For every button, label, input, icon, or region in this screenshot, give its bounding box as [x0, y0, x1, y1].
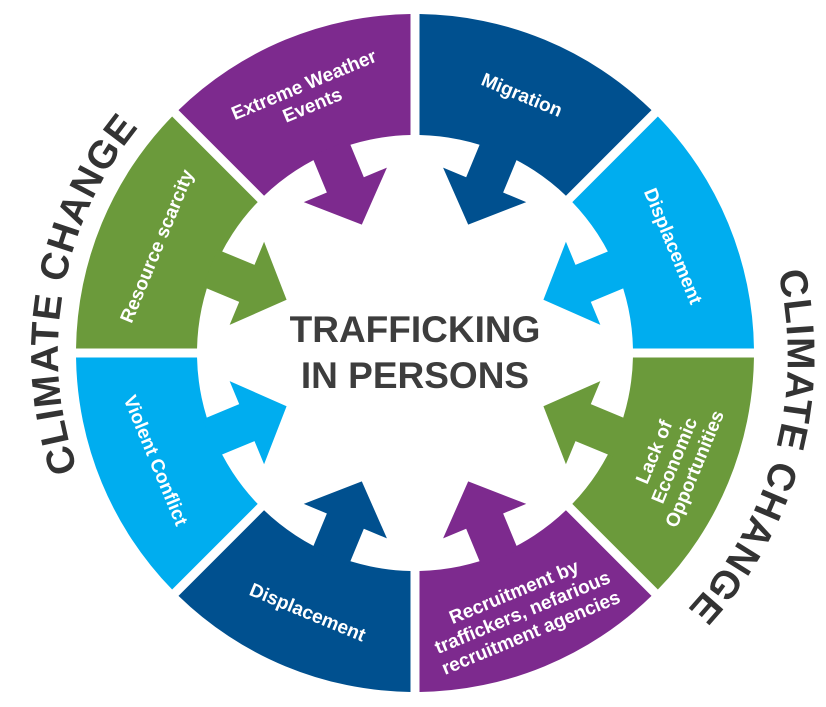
segment-band	[572, 357, 754, 590]
arrow-icon	[202, 241, 287, 325]
arrow-icon	[202, 381, 287, 465]
center-title-line1: TRAFFICKING	[290, 309, 541, 350]
segment-8: Extreme WeatherEvents	[178, 14, 411, 225]
segment-6: Violent Conflict	[76, 357, 287, 590]
arrow-icon	[303, 140, 387, 225]
arrow-icon	[443, 140, 527, 225]
segment-1: Migration	[419, 14, 652, 225]
segment-band	[76, 357, 258, 590]
segment-band	[76, 116, 258, 349]
segment-band	[419, 510, 652, 692]
segment-2: Displacement	[543, 116, 754, 349]
segment-4: Recruitment bytraffickers, nefariousrecr…	[419, 481, 652, 692]
arrow-icon	[443, 481, 527, 566]
center-title-line2: IN PERSONS	[301, 355, 529, 396]
segment-band	[419, 14, 652, 196]
segment-band	[572, 116, 754, 349]
segment-band	[178, 14, 411, 196]
arrow-icon	[543, 241, 628, 325]
segment-7: Resource scarcity	[76, 116, 287, 349]
arrow-icon	[303, 481, 387, 566]
segment-5: Displacement	[178, 481, 411, 692]
arrow-icon	[543, 381, 628, 465]
segment-band	[178, 510, 411, 692]
